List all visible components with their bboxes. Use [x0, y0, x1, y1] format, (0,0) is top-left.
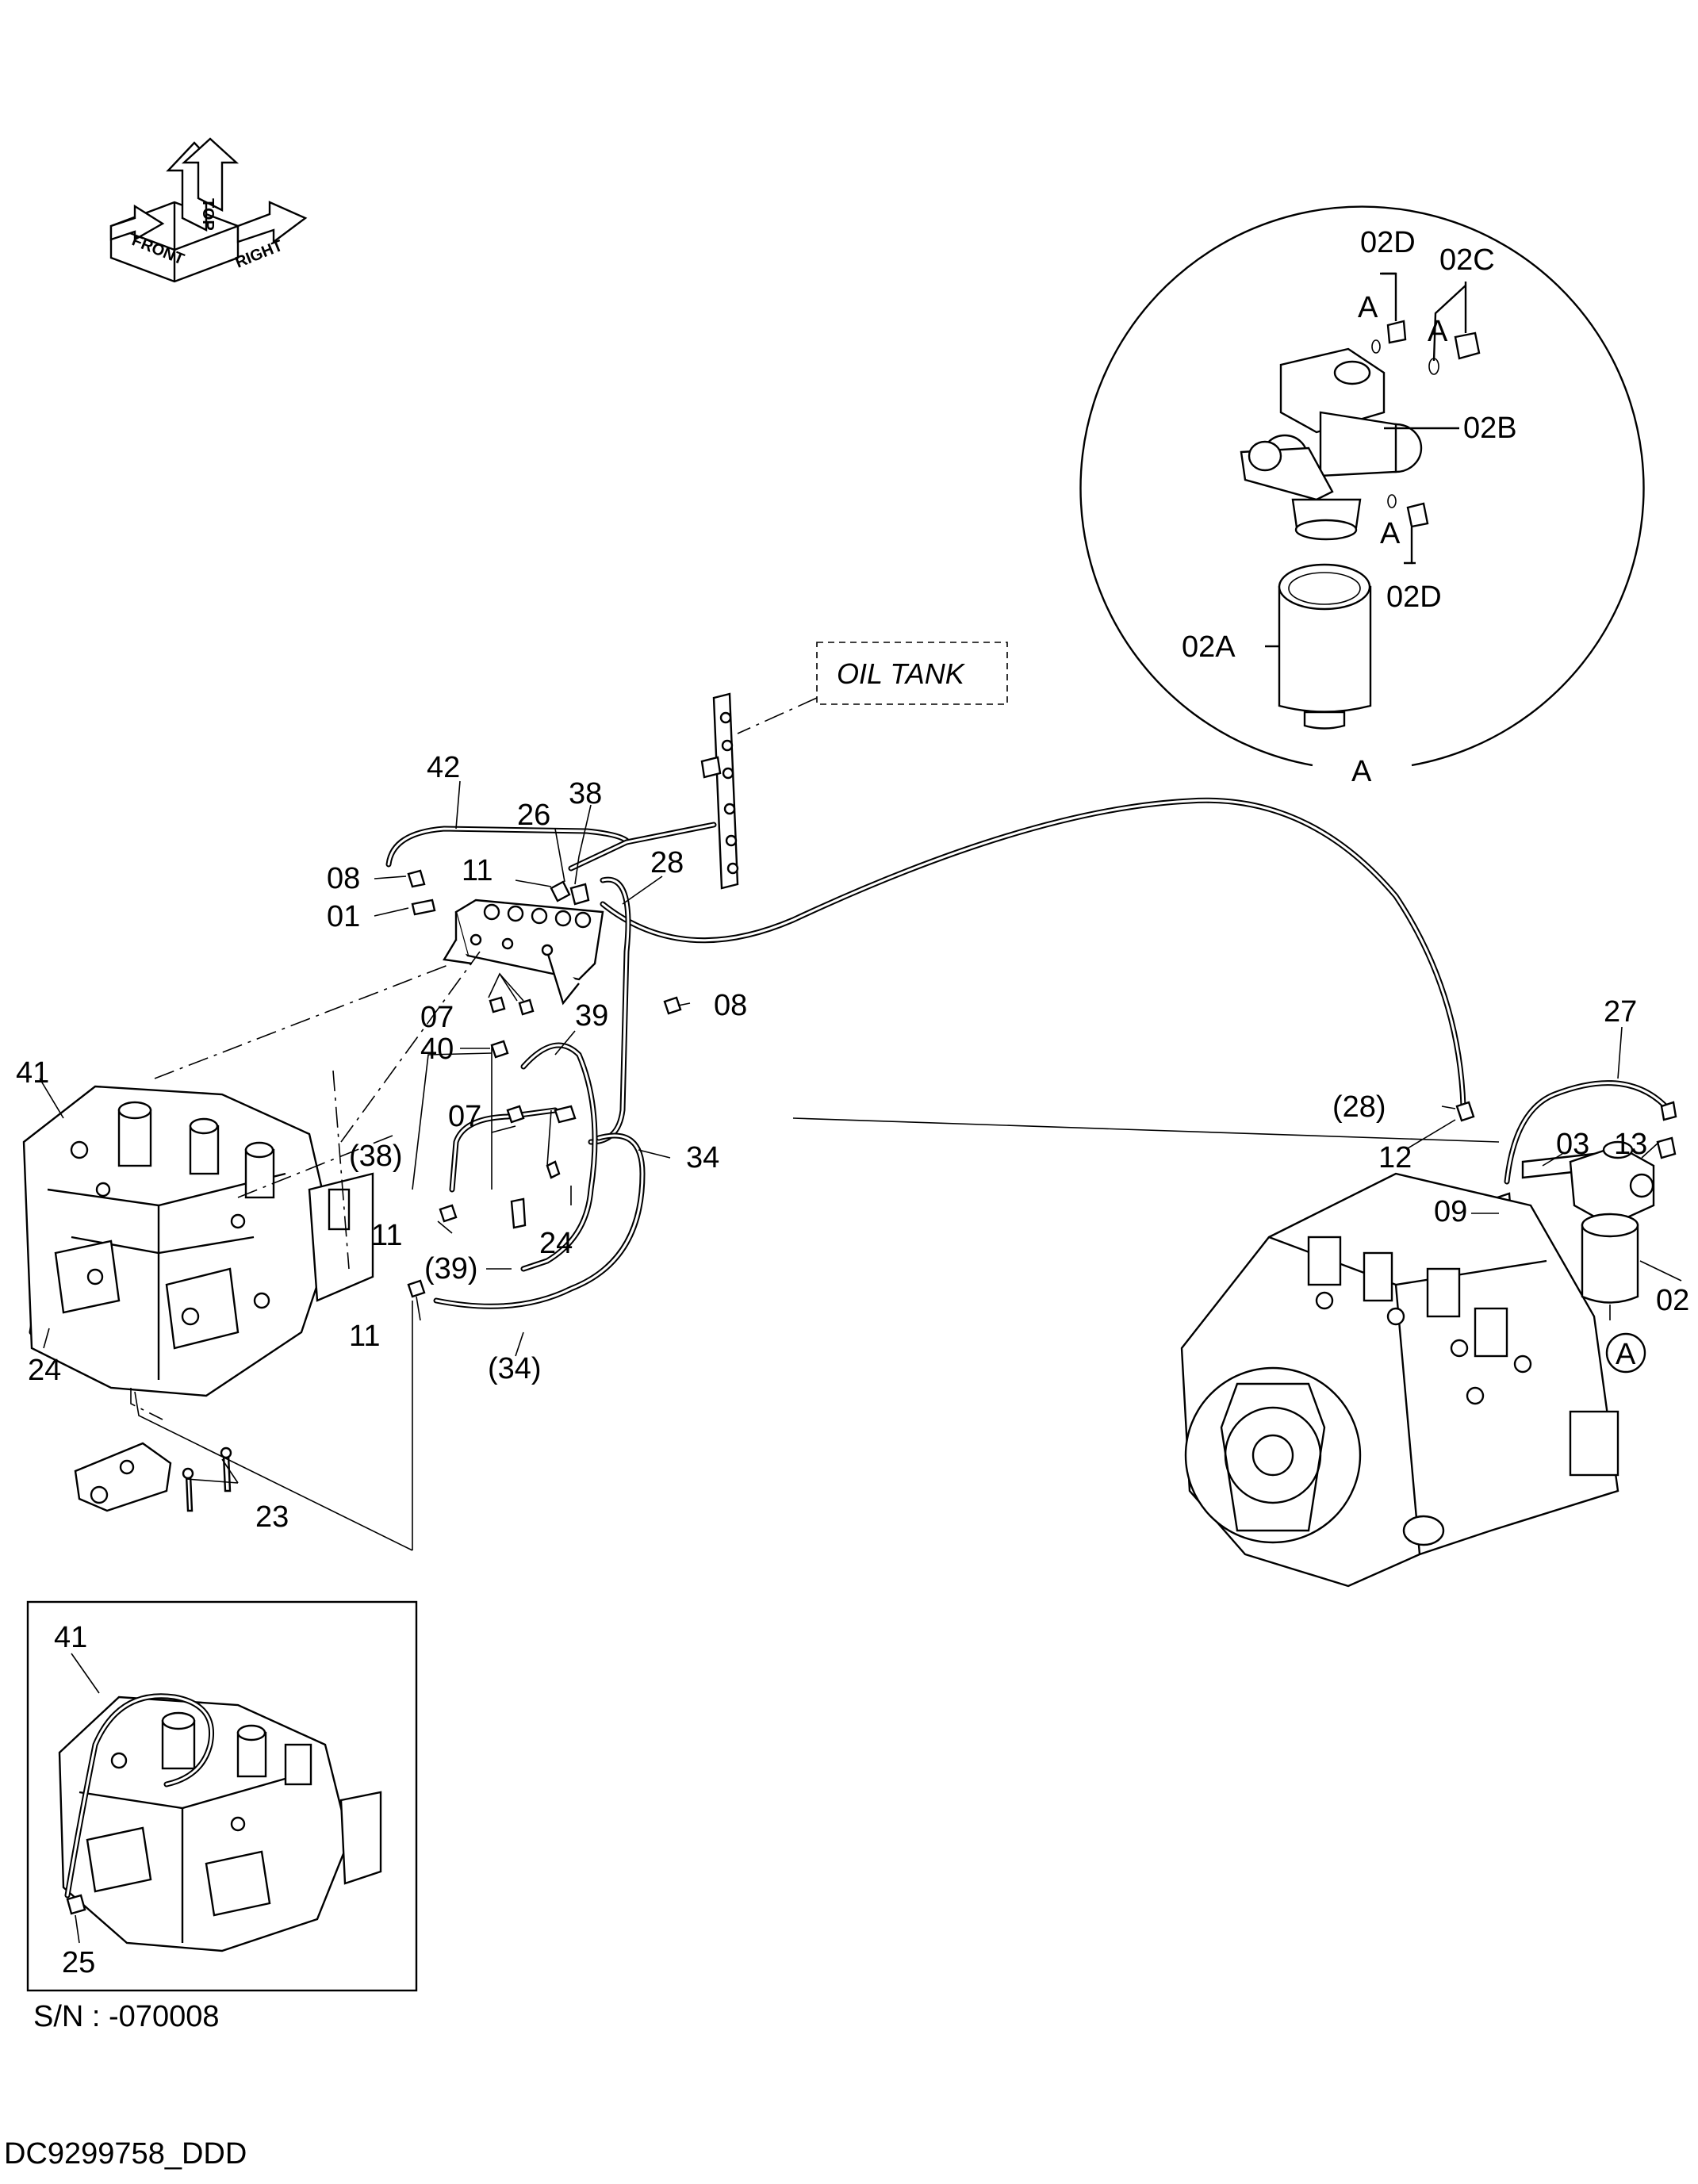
arrow-front-label: FRONT — [129, 232, 186, 268]
callout-13: 13 — [1614, 1128, 1647, 1161]
arrow-right-label: RIGHT — [233, 237, 286, 272]
inset-callout-25: 25 — [62, 1946, 95, 1979]
callout-11-mid: 11 — [371, 1219, 402, 1252]
callout-23: 23 — [255, 1500, 289, 1534]
pilot-filter-icon — [1521, 1140, 1655, 1374]
detail-label-02c: 02C — [1439, 243, 1495, 277]
pilot-manifold-icon — [411, 899, 604, 1006]
small-valve-icon — [74, 1442, 232, 1512]
callout-28: 28 — [650, 846, 684, 879]
section-mark-a2: A — [1428, 315, 1448, 348]
oil-tank-label-box: OIL TANK — [816, 642, 1008, 705]
detail-label-02d-top: 02D — [1360, 226, 1416, 259]
serial-inset-panel: 41 25 S/N : -070008 — [26, 1600, 418, 2033]
callout-11-bottom: 11 — [349, 1320, 380, 1353]
inset-callout-41: 41 — [54, 1621, 87, 1654]
section-mark-a3: A — [1380, 517, 1401, 550]
callout-08-left: 08 — [327, 862, 360, 895]
inset-serial-number: S/N : -070008 — [33, 2000, 219, 2033]
callout-leaders — [39, 780, 1682, 1484]
detail-label-02a: 02A — [1182, 630, 1236, 664]
detail-view-a: A — [1079, 205, 1645, 788]
leader-lines — [130, 951, 1500, 1551]
plug-icon — [1371, 320, 1481, 528]
oil-tank-label: OIL TANK — [837, 657, 966, 690]
callout-39-ref: (39) — [424, 1252, 478, 1285]
direction-arrows-icon: TOP FRONT RIGHT — [109, 137, 308, 283]
callout-09: 09 — [1434, 1195, 1467, 1228]
callout-39: 39 — [575, 999, 608, 1033]
callout-34: 34 — [686, 1141, 719, 1174]
detail-view-callout: A — [1351, 755, 1372, 788]
callout-38: 38 — [569, 777, 602, 810]
section-mark-a1: A — [1358, 291, 1378, 324]
callout-07-mid: 07 — [448, 1100, 481, 1133]
callout-41: 41 — [16, 1056, 49, 1090]
callout-12: 12 — [1378, 1141, 1412, 1174]
callout-a-ref: A — [1616, 1338, 1636, 1371]
detail-label-02b: 02B — [1463, 412, 1517, 445]
callout-11-top: 11 — [462, 854, 493, 887]
filter-head-icon — [1240, 347, 1423, 541]
callout-02: 02 — [1656, 1284, 1689, 1317]
callout-34-ref: (34) — [488, 1352, 542, 1385]
drawing-id: DC9299758_DDD — [4, 2137, 247, 2171]
callout-26: 26 — [517, 799, 550, 832]
main-control-valve-icon — [22, 1085, 374, 1397]
callout-40: 40 — [420, 1033, 454, 1066]
callout-42: 42 — [427, 751, 460, 784]
callout-38-ref: (38) — [349, 1140, 403, 1173]
hose-lines — [29, 797, 1669, 1335]
callout-28-ref: (28) — [1332, 1090, 1386, 1124]
callout-01: 01 — [327, 900, 360, 933]
detail-label-02d-bottom: 02D — [1386, 580, 1442, 614]
filter-element-icon — [1278, 563, 1372, 730]
callout-03: 03 — [1556, 1128, 1589, 1161]
engine-pump-icon — [1180, 1172, 1619, 1588]
callout-08-right: 08 — [714, 989, 747, 1022]
callout-27: 27 — [1604, 995, 1637, 1029]
callout-07-top: 07 — [420, 1001, 454, 1034]
callout-24-mid: 24 — [539, 1227, 573, 1260]
callout-24-left: 24 — [28, 1354, 61, 1387]
oil-tank-manifold-icon — [700, 692, 739, 890]
arrow-top-label: TOP — [199, 198, 217, 231]
